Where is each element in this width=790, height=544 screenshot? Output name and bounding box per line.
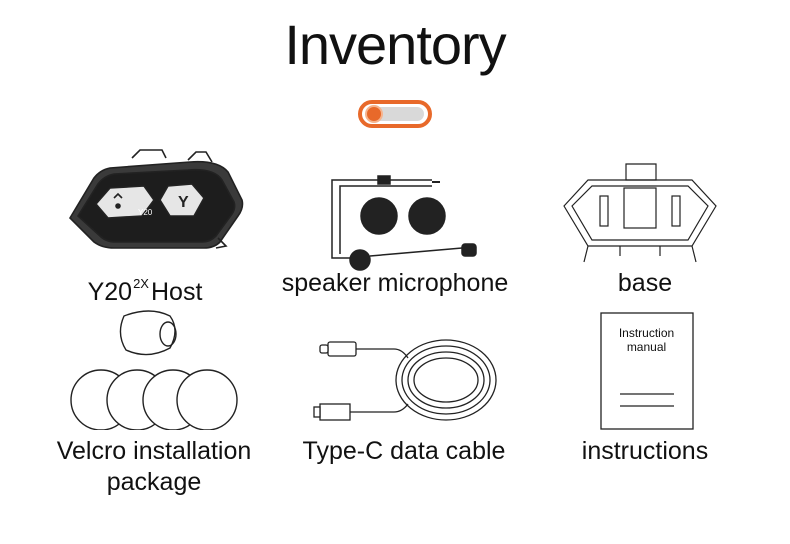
manual-cover-line1: Instruction bbox=[618, 326, 675, 340]
type-c-cable-caption: Type-C data cable bbox=[302, 437, 506, 465]
device-model-label: Y20 bbox=[138, 208, 153, 217]
velcro-caption: Velcro installation package bbox=[48, 436, 260, 498]
base-illustration bbox=[560, 160, 720, 266]
device-logo-mark: Y bbox=[178, 194, 189, 211]
instruction-manual-illustration bbox=[600, 312, 694, 430]
instructions-caption: instructions bbox=[581, 437, 709, 465]
speaker-microphone-illustration bbox=[312, 164, 502, 274]
type-c-cable-illustration bbox=[310, 332, 500, 428]
velcro-caption-line2: package bbox=[106, 468, 202, 496]
manual-cover-text: Instruction manual bbox=[600, 326, 693, 354]
base-caption: base bbox=[617, 269, 673, 297]
velcro-package-illustration bbox=[64, 304, 244, 430]
host-caption: Y202XHost bbox=[87, 276, 203, 306]
page-title: Inventory bbox=[284, 13, 506, 76]
decorative-toggle-badge bbox=[358, 100, 432, 128]
velcro-caption-line1: Velcro installation bbox=[56, 437, 252, 465]
host-device-illustration: Y Y20 bbox=[66, 148, 248, 254]
speaker-microphone-caption: speaker microphone bbox=[281, 269, 509, 297]
manual-cover-line2: manual bbox=[626, 340, 667, 354]
